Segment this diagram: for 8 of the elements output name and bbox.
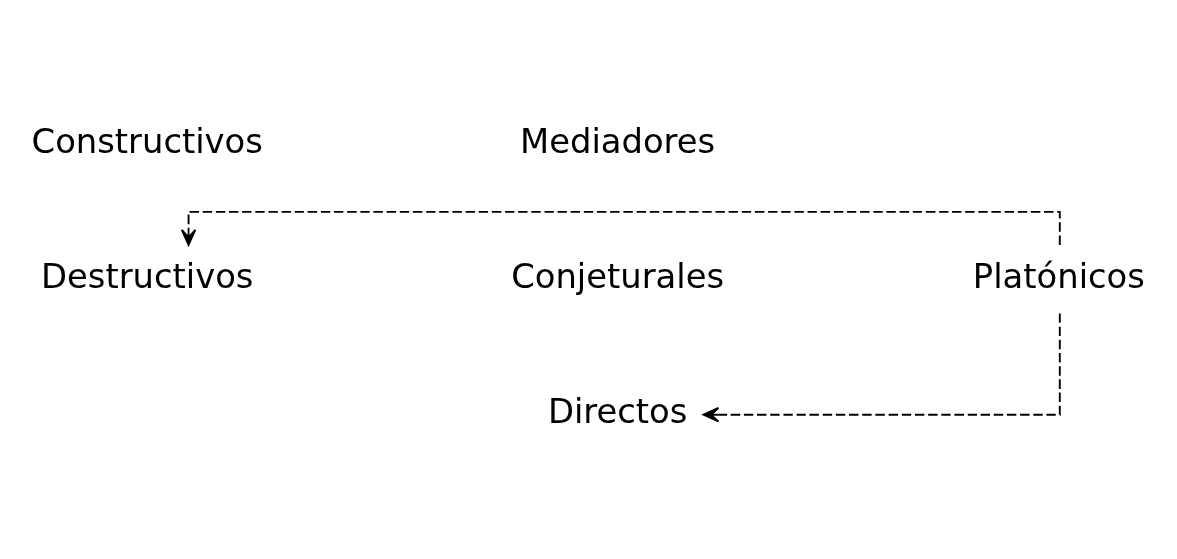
node-text: Constructivos [31,121,263,161]
arrow [180,210,1061,246]
node-text: Destructivos [41,256,254,296]
node-text: Mediadores [520,121,716,161]
node-text: Platónicos [972,256,1145,296]
arrow [702,312,1061,423]
node-text: Conjeturales [511,256,725,296]
node-text: Directos [547,391,688,431]
